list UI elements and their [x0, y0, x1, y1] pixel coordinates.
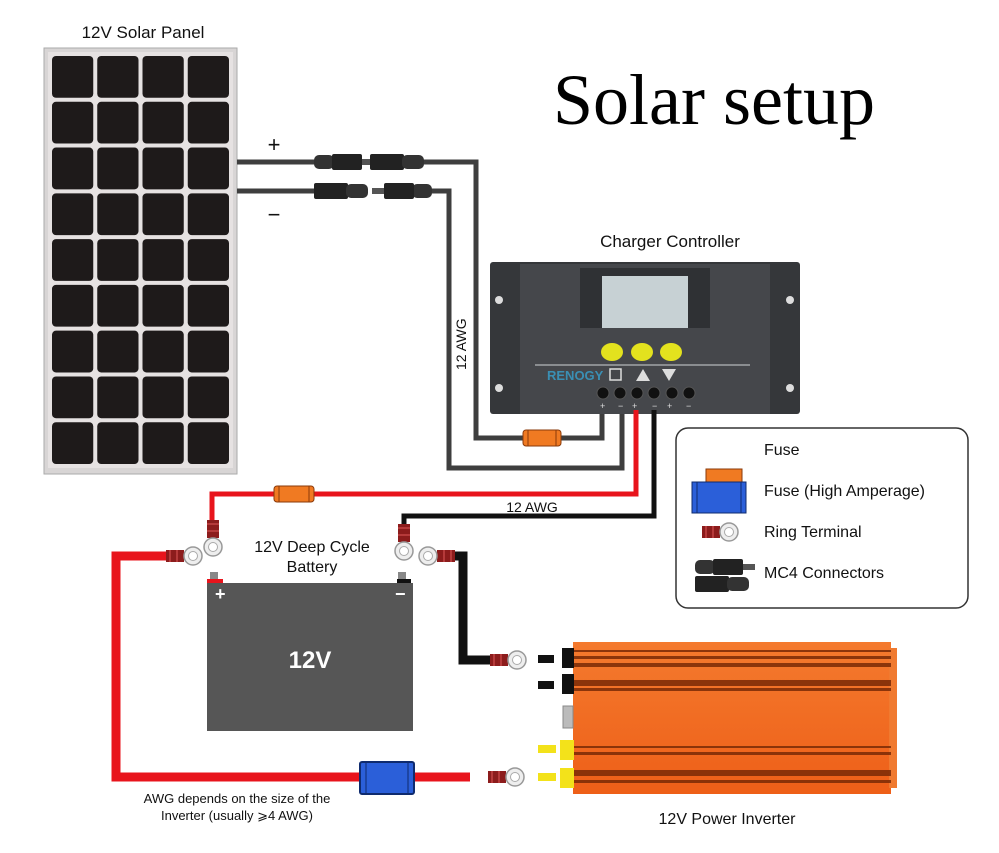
solar-cell [187, 101, 229, 144]
mc4-connector-positive [314, 154, 424, 170]
inverter-wire-note-line1: AWG depends on the size of the [144, 791, 331, 806]
inverter-positive-terminals [538, 740, 574, 788]
controller-terminals [596, 386, 696, 400]
battery-negative-sign: − [395, 584, 406, 604]
mc4-connector-negative [314, 183, 432, 199]
legend-fuse-icon [705, 468, 743, 484]
ring-terminal [203, 519, 223, 557]
legend-label-fuse-high: Fuse (High Amperage) [764, 483, 925, 500]
inverter-label: 12V Power Inverter [659, 811, 797, 828]
panel-negative-sign: − [268, 202, 281, 227]
solar-panel [43, 47, 238, 475]
solar-panel-label: 12V Solar Panel [82, 23, 205, 42]
battery-negative-wire [401, 410, 657, 524]
ring-terminal [394, 523, 414, 561]
pv-wires [237, 159, 625, 471]
solar-cell [97, 56, 139, 98]
solar-cell [187, 193, 229, 236]
solar-cell [142, 422, 184, 464]
solar-cell [97, 376, 139, 419]
solar-cell [52, 101, 94, 144]
solar-cell [187, 147, 229, 190]
load-symbol-icon [662, 369, 676, 381]
solar-cell [142, 330, 184, 373]
controller-button-3[interactable] [660, 343, 682, 361]
pv-wire-gauge-label: 12 AWG [453, 318, 469, 370]
solar-cell [142, 239, 184, 281]
solar-cell [187, 239, 229, 281]
load-terminal-neg: − [686, 401, 691, 411]
controller-lcd [602, 276, 688, 328]
load-terminal-pos: + [667, 401, 672, 411]
solar-cell [142, 193, 184, 236]
battery-positive-sign: + [215, 584, 226, 604]
solar-cells [52, 56, 229, 464]
solar-cell [142, 56, 184, 98]
inverter-wire-note-line2: Inverter (usually ⩾4 AWG) [161, 808, 313, 823]
charge-controller: RENOGY + − + − + − [490, 262, 800, 414]
solar-cell [142, 147, 184, 190]
battery-positive-wire [209, 410, 639, 520]
controller-label: Charger Controller [600, 232, 740, 251]
solar-cell [187, 330, 229, 373]
battery-symbol-icon [636, 369, 650, 381]
solar-cell [142, 101, 184, 144]
legend-label-mc4: MC4 Connectors [764, 565, 884, 582]
solar-cell [97, 284, 139, 327]
ring-terminal [165, 546, 203, 566]
inverter-negative-wire [447, 551, 490, 665]
page-title: Solar setup [553, 60, 875, 140]
solar-cell [187, 422, 229, 464]
solar-terminal-pos: + [600, 401, 605, 411]
solar-terminal-neg: − [618, 401, 623, 411]
battery-terminal-neg: − [652, 401, 657, 411]
solar-cell [97, 422, 139, 464]
controller-brand: RENOGY [547, 368, 604, 383]
legend-label-ring-terminal: Ring Terminal [764, 524, 862, 541]
inverter-positive-wire [111, 551, 470, 782]
ring-terminal [489, 650, 527, 670]
pv-fuse-icon [522, 429, 562, 447]
solar-cell [187, 56, 229, 98]
solar-cell [97, 193, 139, 236]
solar-cell [52, 56, 94, 98]
solar-cell [187, 376, 229, 419]
solar-cell [52, 147, 94, 190]
solar-cell [52, 239, 94, 281]
ring-terminal [487, 767, 525, 787]
solar-cell [97, 101, 139, 144]
ring-terminal [418, 546, 456, 566]
solar-cell [52, 193, 94, 236]
inverter-negative-terminals [538, 648, 574, 694]
solar-cell [52, 422, 94, 464]
controller-button-2[interactable] [631, 343, 653, 361]
solar-cell [142, 376, 184, 419]
solar-cell [52, 376, 94, 419]
solar-cell [97, 239, 139, 281]
inverter-fuse-high-amperage-icon [359, 761, 415, 795]
solar-cell [187, 284, 229, 327]
solar-cell [52, 284, 94, 327]
battery-label-line2: Battery [287, 559, 338, 576]
legend: Fuse Fuse (High Amperage) Ring Terminal … [675, 427, 969, 609]
solar-cell [97, 147, 139, 190]
battery-wire-gauge-label: 12 AWG [506, 499, 558, 515]
solar-cell [97, 330, 139, 373]
solar-cell [52, 330, 94, 373]
solar-cell [142, 284, 184, 327]
controller-button-1[interactable] [601, 343, 623, 361]
solar-symbol-icon [609, 368, 622, 381]
battery-fuse-icon [273, 485, 315, 503]
panel-positive-sign: + [268, 132, 281, 157]
power-inverter [538, 642, 897, 794]
battery-label-line1: 12V Deep Cycle [254, 539, 370, 556]
legend-label-fuse: Fuse [764, 442, 800, 459]
legend-fuse-high-amperage-icon [691, 481, 747, 514]
battery-terminal-pos: + [632, 401, 637, 411]
battery-voltage: 12V [289, 647, 332, 674]
battery: + − 12V [207, 572, 413, 731]
